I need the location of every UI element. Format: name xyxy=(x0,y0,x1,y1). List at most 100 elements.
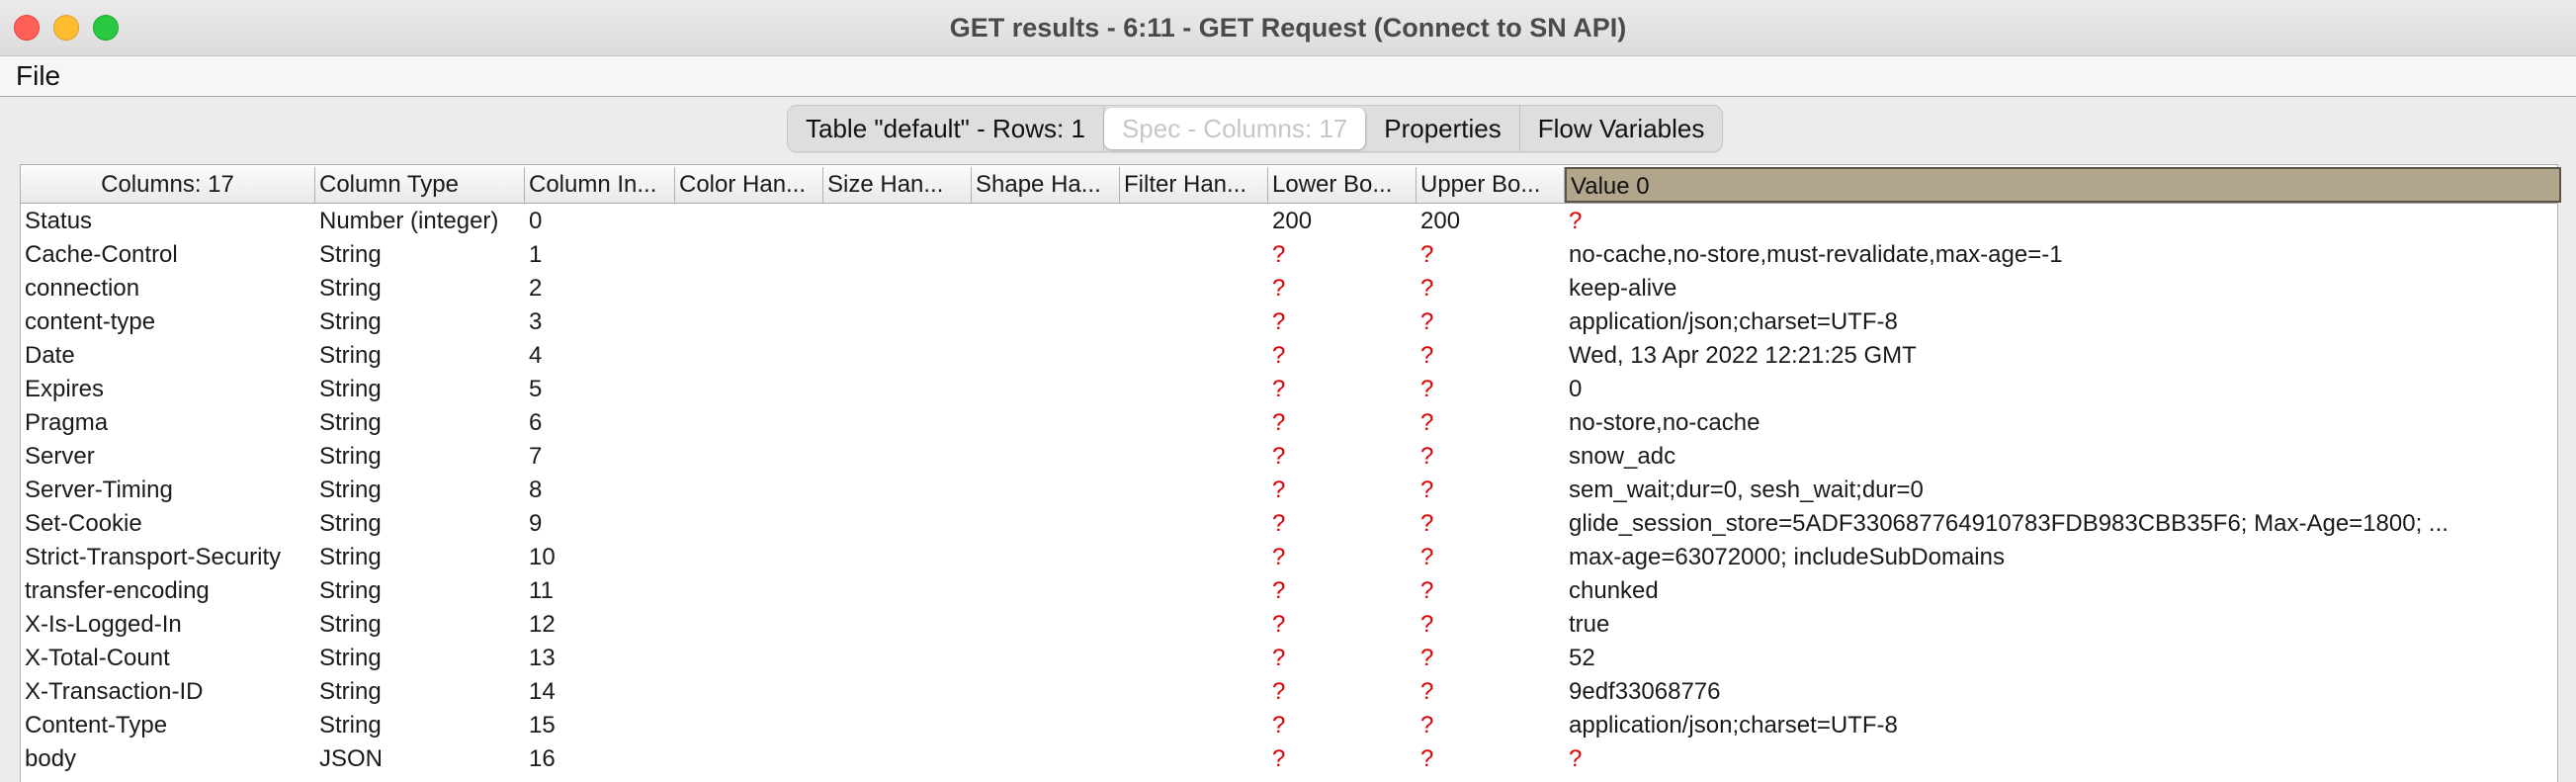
cell-size-handler xyxy=(823,574,972,608)
header-columns[interactable]: Columns: 17 xyxy=(21,167,315,203)
cell-column-type: String xyxy=(319,241,382,268)
cell-filter-handler xyxy=(1120,675,1268,709)
cell-column-index: 3 xyxy=(529,308,543,335)
cell-shape-handler xyxy=(972,205,1120,238)
cell-lower-bound: ? xyxy=(1272,712,1286,739)
cell-value: application/json;charset=UTF-8 xyxy=(1569,308,1898,335)
cell-lower-bound: ? xyxy=(1272,745,1286,772)
cell-size-handler xyxy=(823,709,972,742)
header-filter-handler[interactable]: Filter Han... xyxy=(1120,167,1268,203)
cell-color-handler xyxy=(675,440,823,474)
cell-color-handler xyxy=(675,507,823,541)
cell-filter-handler xyxy=(1120,709,1268,742)
cell-upper-bound: ? xyxy=(1420,342,1434,369)
cell-shape-handler xyxy=(972,440,1120,474)
cell-filter-handler xyxy=(1120,339,1268,373)
maximize-window-button[interactable] xyxy=(93,15,119,41)
cell-column-type: String xyxy=(319,645,382,671)
cell-upper-bound: ? xyxy=(1420,308,1434,335)
cell-size-handler xyxy=(823,507,972,541)
cell-column-name: connection xyxy=(25,275,140,302)
cell-column-name: Server-Timing xyxy=(25,477,173,503)
cell-shape-handler xyxy=(972,742,1120,776)
header-size-handler[interactable]: Size Han... xyxy=(823,167,972,203)
header-lower-bound[interactable]: Lower Bo... xyxy=(1268,167,1417,203)
header-upper-bound[interactable]: Upper Bo... xyxy=(1417,167,1565,203)
cell-column-index: 13 xyxy=(529,645,556,671)
cell-column-index: 12 xyxy=(529,611,556,638)
cell-size-handler xyxy=(823,608,972,642)
header-column-type[interactable]: Column Type xyxy=(315,167,525,203)
cell-size-handler xyxy=(823,205,972,238)
cell-size-handler xyxy=(823,238,972,272)
cell-lower-bound: ? xyxy=(1272,409,1286,436)
cell-shape-handler xyxy=(972,709,1120,742)
cell-upper-bound: ? xyxy=(1420,510,1434,537)
cell-size-handler xyxy=(823,541,972,574)
header-color-handler[interactable]: Color Han... xyxy=(675,167,823,203)
cell-column-index: 8 xyxy=(529,477,543,503)
cell-lower-bound: ? xyxy=(1272,308,1286,335)
cell-upper-bound: ? xyxy=(1420,544,1434,570)
cell-value: true xyxy=(1569,611,1610,638)
cell-value: ? xyxy=(1569,745,1583,772)
cell-filter-handler xyxy=(1120,608,1268,642)
cell-value: max-age=63072000; includeSubDomains xyxy=(1569,544,2005,570)
tab-table-default[interactable]: Table "default" - Rows: 1 xyxy=(788,106,1104,151)
cell-shape-handler xyxy=(972,474,1120,507)
cell-column-type: String xyxy=(319,275,382,302)
cell-filter-handler xyxy=(1120,642,1268,675)
cell-column-type: Number (integer) xyxy=(319,208,499,234)
minimize-window-button[interactable] xyxy=(53,15,79,41)
cell-upper-bound: ? xyxy=(1420,443,1434,470)
cell-column-type: String xyxy=(319,409,382,436)
cell-filter-handler xyxy=(1120,205,1268,238)
cell-column-name: Date xyxy=(25,342,75,369)
cell-lower-bound: ? xyxy=(1272,477,1286,503)
cell-column-name: Content-Type xyxy=(25,712,168,739)
menu-file[interactable]: File xyxy=(16,60,61,91)
cell-upper-bound: 200 xyxy=(1420,208,1461,234)
cell-column-index: 2 xyxy=(529,275,543,302)
cell-size-handler xyxy=(823,272,972,305)
cell-filter-handler xyxy=(1120,474,1268,507)
cell-value: 52 xyxy=(1569,645,1595,671)
cell-column-name: X-Transaction-ID xyxy=(25,678,204,705)
cell-color-handler xyxy=(675,608,823,642)
tab-properties[interactable]: Properties xyxy=(1366,106,1520,151)
close-window-button[interactable] xyxy=(14,15,40,41)
header-shape-handler[interactable]: Shape Ha... xyxy=(972,167,1120,203)
header-column-index[interactable]: Column In... xyxy=(525,167,675,203)
tab-spec-columns[interactable]: Spec - Columns: 17 xyxy=(1103,108,1367,149)
cell-lower-bound: ? xyxy=(1272,443,1286,470)
cell-color-handler xyxy=(675,709,823,742)
header-value-0[interactable]: Value 0 xyxy=(1565,167,2561,203)
cell-column-name: Expires xyxy=(25,376,105,402)
cell-color-handler xyxy=(675,675,823,709)
cell-lower-bound: 200 xyxy=(1272,208,1313,234)
cell-column-name: Set-Cookie xyxy=(25,510,142,537)
cell-color-handler xyxy=(675,574,823,608)
tab-flow-variables[interactable]: Flow Variables xyxy=(1537,114,1705,143)
cell-upper-bound: ? xyxy=(1420,577,1434,604)
cell-value: application/json;charset=UTF-8 xyxy=(1569,712,1898,739)
cell-column-type: String xyxy=(319,510,382,537)
cell-column-type: String xyxy=(319,376,382,402)
